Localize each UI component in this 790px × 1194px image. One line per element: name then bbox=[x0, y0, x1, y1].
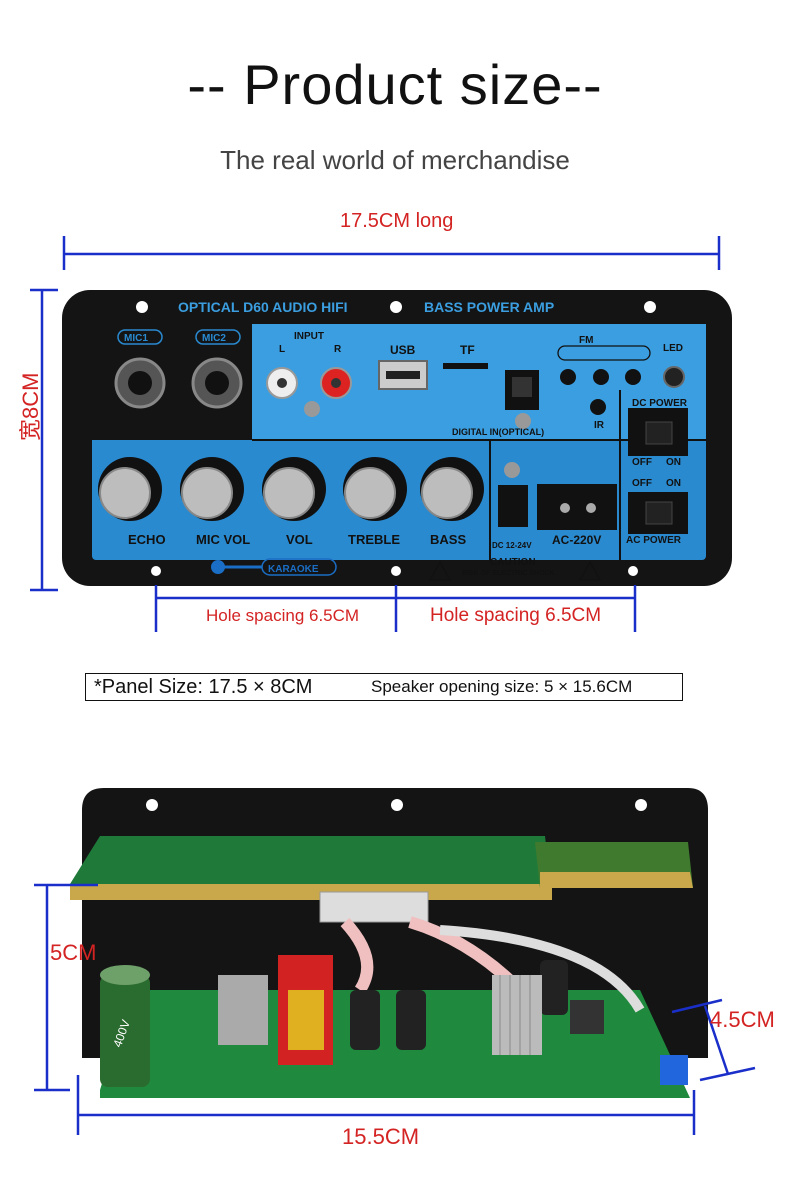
tf-label: TF bbox=[460, 343, 475, 357]
hole-spacing-dimension bbox=[154, 585, 637, 632]
knob-bass-label: BASS bbox=[430, 532, 466, 547]
mic1-label: MIC1 bbox=[124, 333, 148, 344]
hole-spacing-right-label: Hole spacing 6.5CM bbox=[430, 605, 602, 626]
circuit-board: 400V bbox=[70, 788, 708, 1098]
width-label: 宽8CM bbox=[18, 372, 43, 441]
caution-label: CAUTION bbox=[490, 557, 536, 568]
page-subtitle: The real world of merchandise bbox=[220, 145, 570, 175]
ac-power-label: AC POWER bbox=[626, 535, 682, 546]
board-length-dimension bbox=[76, 1075, 696, 1135]
width-dimension bbox=[30, 288, 58, 592]
length-dimension bbox=[62, 236, 721, 270]
knob-echo-label: ECHO bbox=[128, 532, 166, 547]
hole-spacing-left-label: Hole spacing 6.5CM bbox=[206, 606, 360, 625]
brand-left-label: OPTICAL D60 AUDIO HIFI bbox=[178, 299, 348, 315]
input-l-label: L bbox=[279, 344, 285, 355]
ac-on-label: ON bbox=[666, 478, 681, 489]
knob-vol-label: VOL bbox=[286, 532, 313, 547]
board-side-label: 4.5CM bbox=[710, 1007, 775, 1032]
knob-group bbox=[98, 457, 484, 521]
board-height-label: 5CM bbox=[50, 940, 97, 965]
brand-right-label: BASS POWER AMP bbox=[424, 299, 554, 315]
karaoke-label: KARAOKE bbox=[268, 564, 319, 575]
usb-label: USB bbox=[390, 343, 416, 357]
dc-off-label: OFF bbox=[632, 457, 652, 468]
board-length-label: 15.5CM bbox=[342, 1124, 420, 1149]
dc-on-label: ON bbox=[666, 457, 681, 468]
caution-sub-label: RISK OF ELECTRIC SHOCK bbox=[462, 570, 555, 577]
input-r-label: R bbox=[334, 344, 342, 355]
ac-off-label: OFF bbox=[632, 478, 652, 489]
speaker-opening-text: Speaker opening size: 5 × 15.6CM bbox=[371, 677, 633, 696]
panel-size-text: *Panel Size: 17.5 × 8CM bbox=[94, 676, 313, 698]
fm-label: FM bbox=[579, 335, 593, 346]
length-label: 17.5CM long bbox=[340, 210, 454, 232]
board-height-dimension bbox=[34, 883, 98, 1092]
panel-size-note: *Panel Size: 17.5 × 8CM Speaker opening … bbox=[85, 673, 683, 701]
dc-power-label: DC POWER bbox=[632, 398, 688, 409]
ac-220-label: AC-220V bbox=[552, 533, 601, 547]
led-label: LED bbox=[663, 343, 683, 354]
digital-in-label: DIGITAL IN(OPTICAL) bbox=[452, 427, 544, 437]
amplifier-panel bbox=[62, 290, 732, 586]
dc-range-label: DC 12-24V bbox=[492, 541, 532, 550]
knob-treble-label: TREBLE bbox=[348, 532, 400, 547]
input-label: INPUT bbox=[294, 331, 324, 342]
ir-label: IR bbox=[594, 420, 605, 431]
page-title: -- Product size-- bbox=[187, 53, 603, 116]
mic2-label: MIC2 bbox=[202, 333, 226, 344]
knob-mic-vol-label: MIC VOL bbox=[196, 532, 250, 547]
board-side-dimension bbox=[671, 998, 756, 1082]
